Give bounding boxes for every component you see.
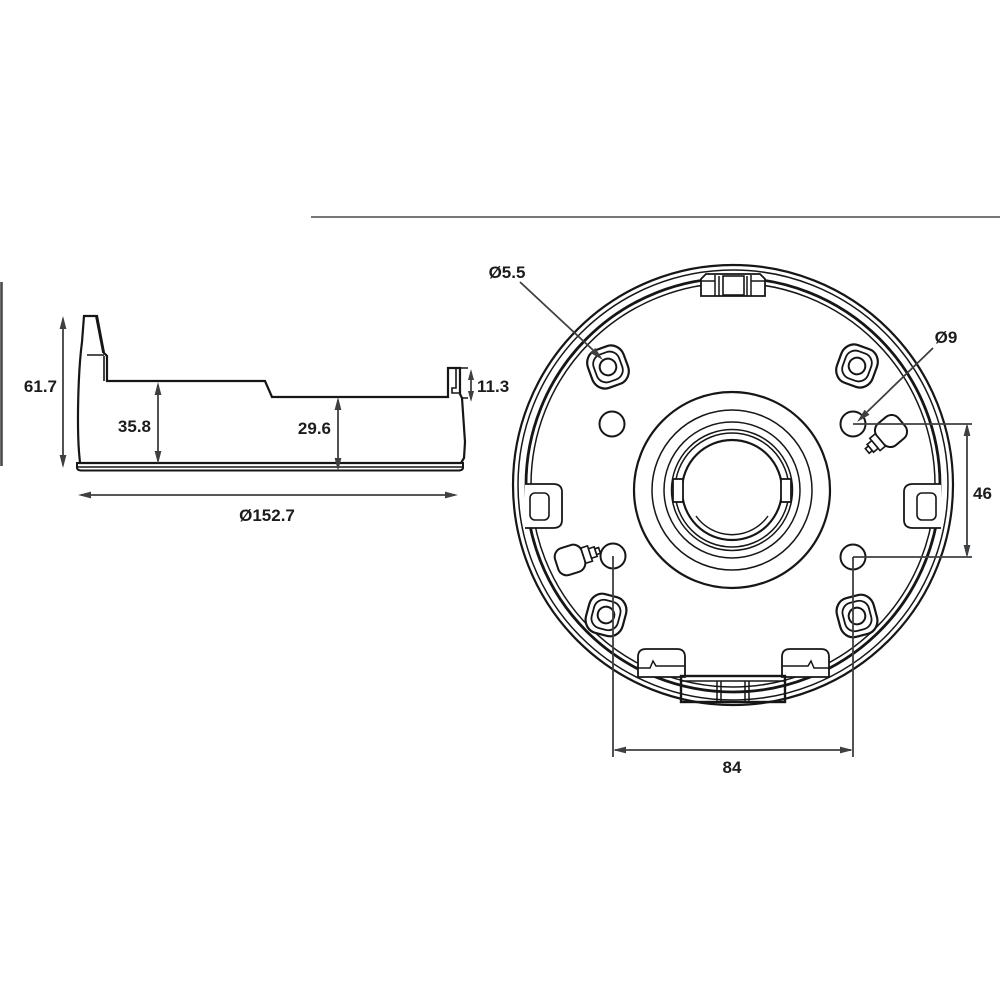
mount-hole-top-left [598, 410, 626, 438]
leader-line [519, 281, 594, 351]
screw-boss-top-right [835, 343, 879, 389]
sheet-frame [0, 216, 1000, 466]
hub-ring-3 [670, 428, 794, 552]
notch-outline [903, 483, 941, 529]
boss-mid [841, 349, 873, 383]
mount-hole-label: Ø9 [935, 328, 958, 347]
arrowhead-down [468, 391, 474, 402]
inner-height-right-label: 29.6 [298, 419, 331, 438]
boss-hole [847, 356, 867, 376]
bottom-right-tab [781, 648, 830, 678]
tab-body [700, 273, 766, 297]
extension-lines [612, 556, 854, 757]
leader-arrowhead [857, 409, 870, 422]
arrowhead-left [613, 746, 626, 754]
tab-center-slot [722, 275, 745, 296]
boss-hole [596, 605, 616, 625]
latch-screw-tip [864, 444, 874, 455]
notch-mask [904, 484, 941, 528]
boss-hole [598, 357, 618, 377]
cable-entry-dividers [716, 681, 750, 702]
dimension-hole-spacing-horizontal: 84 [612, 556, 854, 777]
arrowhead-up [154, 382, 162, 395]
cable-entry [679, 674, 787, 704]
boss-outer [835, 593, 879, 639]
screw-hole-label: Ø5.5 [489, 263, 526, 282]
screw-boss-top-left [586, 344, 630, 390]
dimension-inner-height-left: 35.8 [118, 382, 162, 464]
dimension-overall-height: 61.7 [24, 316, 67, 468]
right-rim-notch [903, 483, 941, 529]
bottom-left-tab-step [638, 659, 685, 669]
boss-outer [584, 592, 628, 638]
leader-arrowhead [590, 347, 603, 360]
hub-ring-1 [651, 409, 813, 571]
tab-height-label: 11.3 [477, 377, 509, 396]
notch-pocket [916, 492, 937, 521]
hub-ring-2 [663, 421, 801, 559]
arrowhead-up [334, 397, 342, 410]
callout-mount-hole: Ø9 [857, 328, 957, 422]
tab-ribs [714, 275, 752, 296]
profile-outline [76, 314, 467, 465]
dimension-hole-spacing-vertical: 46 [853, 423, 992, 558]
bottom-right-tab-step [782, 659, 829, 669]
arrowhead-down [963, 545, 971, 558]
arrowhead-down [334, 458, 342, 471]
boss-outer [835, 343, 879, 389]
tab-inner-edge [95, 316, 104, 354]
overall-height-label: 61.7 [24, 377, 57, 396]
base-diameter-label: Ø152.7 [239, 506, 295, 525]
notch-mask [525, 484, 562, 528]
boss-mid [590, 598, 622, 632]
hub-keyway-right [780, 478, 792, 503]
inner-height-left-label: 35.8 [118, 417, 151, 436]
hub-inner-ledge-arc [695, 515, 769, 536]
latch-clip-right [864, 413, 909, 455]
hub-keyway-left [672, 478, 684, 503]
dimension-inner-height-right: 29.6 [298, 397, 342, 471]
horizontal-spacing-label: 84 [723, 758, 742, 777]
arrowhead-left [78, 491, 91, 499]
boss-mid [592, 350, 624, 384]
right-tab-extension-lines [460, 367, 468, 399]
left-rim-notch [525, 483, 563, 529]
leader-line [866, 347, 934, 413]
front-view: Ø5.5 Ø9 46 84 [489, 263, 992, 777]
notch-pocket [529, 492, 550, 521]
hub-outer-circle [632, 390, 832, 590]
boss-outer [586, 344, 630, 390]
arrowhead-down [154, 451, 162, 464]
central-hub [632, 390, 832, 590]
screw-boss-bottom-right [835, 593, 879, 639]
connector-lines [853, 423, 972, 558]
boss-hole [847, 606, 867, 626]
dimension-tab-height: 11.3 [468, 369, 509, 402]
arrowhead-up [59, 316, 67, 329]
callout-screw-hole: Ø5.5 [489, 263, 603, 360]
outer-rim-circle [511, 263, 955, 707]
arrowhead-right [840, 746, 853, 754]
latch-screw-tip [593, 546, 602, 556]
arrowhead-up [963, 423, 971, 436]
vertical-spacing-label: 46 [973, 484, 992, 503]
side-view: 61.7 35.8 29.6 11.3 Ø152.7 [24, 314, 509, 525]
top-bayonet-tab [700, 273, 766, 297]
arrowhead-right [445, 491, 458, 499]
latch-clip-bottom-left [553, 543, 602, 577]
bottom-left-tab [637, 648, 686, 678]
cable-entry-frame [679, 674, 787, 704]
notch-outline [525, 483, 563, 529]
dimension-base-diameter: Ø152.7 [78, 491, 458, 525]
rim-inner-circle [517, 269, 949, 701]
arrowhead-down [59, 455, 67, 468]
right-tab-notch [451, 369, 460, 394]
arrowhead-up [468, 369, 474, 380]
screw-boss-bottom-left [584, 592, 628, 638]
